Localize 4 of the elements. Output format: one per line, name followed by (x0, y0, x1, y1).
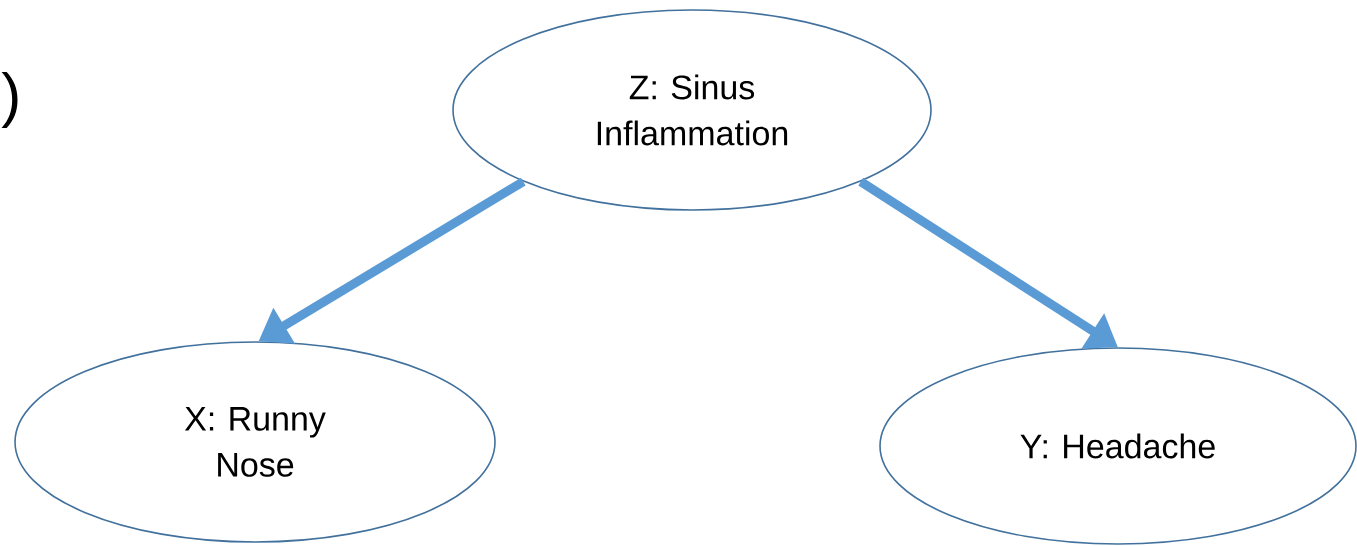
ellipse-node: Z: Sinus Inflammation (452, 9, 932, 211)
ellipse-node: X: Runny Nose (14, 341, 496, 543)
cropped-parenthesis: ) (1, 72, 18, 128)
ellipse-node: Y: Headache (879, 347, 1357, 545)
